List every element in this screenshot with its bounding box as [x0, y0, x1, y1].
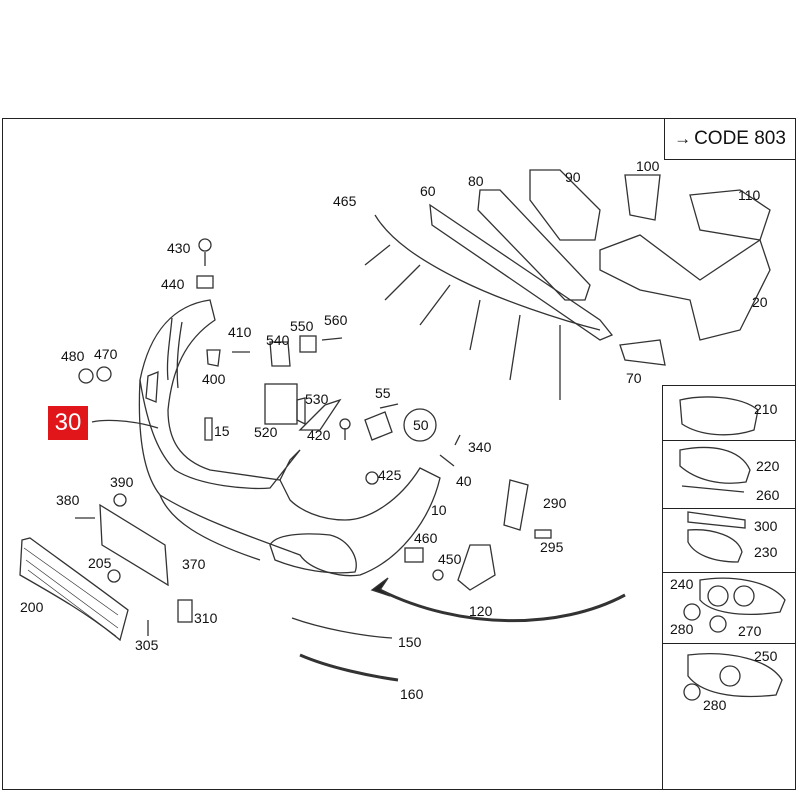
side-divider-2	[662, 508, 796, 509]
label-15: 15	[214, 423, 230, 439]
label-550: 550	[290, 318, 314, 334]
label-370: 370	[182, 556, 206, 572]
label-280-a: 280	[670, 621, 694, 637]
label-50: 50	[413, 417, 429, 433]
label-90: 90	[565, 169, 581, 185]
label-560: 560	[324, 312, 348, 328]
label-150: 150	[398, 634, 422, 650]
label-530: 530	[305, 391, 329, 407]
label-290: 290	[543, 495, 567, 511]
label-480: 480	[61, 348, 85, 364]
label-305: 305	[135, 637, 159, 653]
label-70: 70	[626, 370, 642, 386]
label-340: 340	[468, 439, 492, 455]
label-240: 240	[670, 576, 694, 592]
diagram-frame	[2, 118, 796, 790]
label-280-b: 280	[703, 697, 727, 713]
label-120: 120	[469, 603, 493, 619]
arrow-icon: →	[674, 129, 692, 148]
label-20: 20	[752, 294, 768, 310]
label-270: 270	[738, 623, 762, 639]
label-220: 220	[756, 458, 780, 474]
label-250: 250	[754, 648, 778, 664]
side-divider-4	[662, 643, 796, 644]
label-110: 110	[738, 187, 761, 203]
label-460: 460	[414, 530, 438, 546]
label-295: 295	[540, 539, 564, 555]
part-labels: 465 60 80 90 100 110 20 70 430 440 410 5…	[20, 158, 768, 702]
label-410: 410	[228, 324, 252, 340]
label-425: 425	[378, 467, 402, 483]
label-440: 440	[161, 276, 185, 292]
label-200: 200	[20, 599, 44, 615]
label-390: 390	[110, 474, 134, 490]
label-230: 230	[754, 544, 778, 560]
code-label: CODE 803	[694, 128, 786, 149]
label-470: 470	[94, 346, 118, 362]
label-310: 310	[194, 610, 218, 626]
label-55: 55	[375, 385, 391, 401]
label-60: 60	[420, 183, 436, 199]
drawing-lines	[19, 169, 786, 701]
label-300: 300	[754, 518, 778, 534]
side-panel-labels: 210 220 260 300 230 240 280 270 250 280	[670, 401, 780, 713]
label-210: 210	[754, 401, 778, 417]
side-divider-3	[662, 572, 796, 573]
label-100: 100	[636, 158, 660, 174]
label-160: 160	[400, 686, 424, 702]
label-465: 465	[333, 193, 357, 209]
label-540: 540	[266, 332, 290, 348]
highlighted-part-callout[interactable]: 30	[48, 406, 88, 440]
label-10: 10	[431, 502, 447, 518]
label-80: 80	[468, 173, 484, 189]
label-450: 450	[438, 551, 462, 567]
label-430: 430	[167, 240, 191, 256]
label-205: 205	[88, 555, 112, 571]
label-420: 420	[307, 427, 331, 443]
label-40: 40	[456, 473, 472, 489]
side-divider-top	[662, 385, 796, 386]
code-label-box: → CODE 803	[664, 118, 796, 160]
label-520: 520	[254, 424, 278, 440]
label-400: 400	[202, 371, 226, 387]
label-260: 260	[756, 487, 780, 503]
label-380: 380	[56, 492, 80, 508]
side-divider-1	[662, 440, 796, 441]
side-panel	[662, 385, 796, 790]
